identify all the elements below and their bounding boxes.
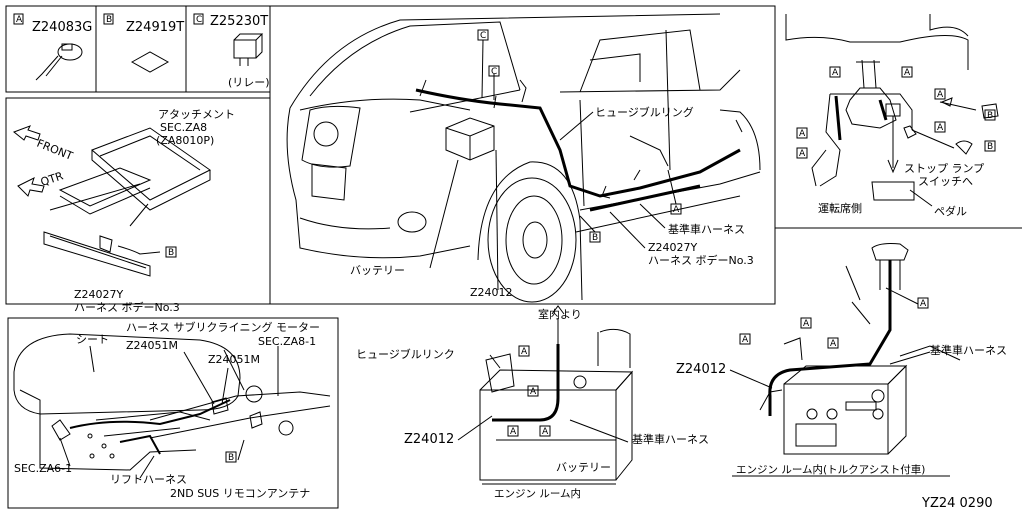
car-fusible-link-label: ヒュージブルリング bbox=[595, 105, 694, 119]
engine-box-a-3: A bbox=[510, 427, 517, 437]
legend-letter-a: A bbox=[16, 15, 23, 25]
assist-z24012-label: Z24012 bbox=[676, 362, 726, 377]
front-arrow-icon bbox=[13, 125, 41, 141]
recliner-label: ハーネス サブリクライニング モーター bbox=[126, 320, 320, 334]
z24051m-2-label: Z24051M bbox=[208, 353, 260, 366]
assist-base-harness-label: 基準車ハーネス bbox=[930, 343, 1007, 357]
car-harness-body3-label: ハーネス ボデーNo.3 bbox=[648, 253, 754, 267]
legend-letter-b: B bbox=[106, 15, 112, 25]
sec-za8-1-label: SEC.ZA8-1 bbox=[258, 335, 316, 348]
engine-box-a-2: A bbox=[530, 387, 537, 397]
legend-items: A Z24083G B Z24919T C Z25230T (リレー) bbox=[13, 13, 270, 89]
pedal-box-a-6: A bbox=[799, 149, 806, 159]
engine-z24012-label: Z24012 bbox=[404, 432, 454, 447]
front-label: FRONT bbox=[35, 137, 75, 163]
engine-box-a-1: A bbox=[521, 347, 528, 357]
seat-rail-box-b: B bbox=[168, 248, 174, 258]
attachment-label: アタッチメント bbox=[158, 108, 235, 121]
engine-battery-label: バッテリー bbox=[556, 461, 611, 474]
figure-code: YZ24 0290 bbox=[921, 496, 993, 511]
pedal-box-a-3: A bbox=[937, 90, 944, 100]
seat-rail-panel-border bbox=[5, 97, 271, 305]
qtr-label: QTR bbox=[39, 169, 65, 189]
engine-caption: エンジン ルーム内 bbox=[494, 487, 581, 500]
car-battery-label: バッテリー bbox=[350, 264, 405, 277]
seat-box-b: B bbox=[228, 453, 234, 463]
z24051m-1-label: Z24051M bbox=[126, 339, 178, 352]
driver-side-label: 運転席側 bbox=[818, 201, 862, 215]
engine-assist-harness-line bbox=[768, 260, 892, 416]
sec-za8-label: SEC.ZA8 bbox=[160, 121, 207, 134]
clip-pad-icon bbox=[130, 51, 170, 73]
assist-box-a-2: A bbox=[803, 319, 810, 329]
assist-caption: エンジン ルーム内(トルクアシスト付車) bbox=[736, 463, 925, 476]
legend-part-c: Z25230T bbox=[210, 14, 268, 29]
legend-part-a: Z24083G bbox=[32, 20, 92, 35]
engine-box-a-4: A bbox=[542, 427, 549, 437]
seat-label: シート bbox=[76, 333, 109, 346]
car-labels: ヒュージブルリング 基準車ハーネス Z24027Y ハーネス ボデーNo.3 バ… bbox=[350, 29, 754, 299]
engine-room-drawing bbox=[479, 305, 634, 481]
car-harness-branches bbox=[419, 79, 743, 199]
pedal-harness-line bbox=[834, 95, 888, 141]
car-box-c-1: C bbox=[480, 31, 486, 41]
car-body-drawing bbox=[286, 13, 761, 303]
seat-panel-border bbox=[7, 317, 339, 509]
legend-letter-c: C bbox=[196, 15, 202, 25]
pedal-box-a-4: A bbox=[937, 123, 944, 133]
car-box-a: A bbox=[673, 205, 680, 215]
engine-labels: 室内より ヒュージブルリンク Z24012 基準車ハーネス バッテリー エンジン… bbox=[356, 307, 709, 500]
pedal-labels: ストップ ランプ スイッチへ 運転席側 ペダル A A A A A A B B bbox=[796, 66, 996, 218]
relay-icon bbox=[233, 33, 264, 66]
car-box-b: B bbox=[592, 233, 598, 243]
engine-assist-leader-lines bbox=[729, 287, 931, 389]
assist-box-a-1: A bbox=[742, 335, 749, 345]
pedal-assembly-drawing bbox=[785, 14, 999, 207]
engine-assist-labels: Z24012 基準車ハーネス エンジン ルーム内(トルクアシスト付車) A A … bbox=[676, 297, 1007, 477]
pedal-box-b-1: B bbox=[987, 111, 993, 121]
seat-rail-harness-label: ハーネス ボデーNo.3 bbox=[74, 300, 180, 314]
seat-labels: シート ハーネス サブリクライニング モーター Z24051M Z24051M … bbox=[14, 320, 320, 500]
legend-note-c: (リレー) bbox=[228, 76, 270, 89]
assist-box-a-4: A bbox=[920, 299, 927, 309]
assist-box-a-3: A bbox=[830, 339, 837, 349]
car-base-harness-label: 基準車ハーネス bbox=[668, 222, 745, 236]
stop-lamp-label: ストップ ランプ bbox=[904, 162, 984, 175]
engine-assist-drawing bbox=[759, 243, 961, 455]
pedal-label: ペダル bbox=[934, 204, 967, 218]
cable-tie-icon bbox=[35, 43, 83, 81]
engine-base-harness-label: 基準車ハーネス bbox=[632, 432, 709, 446]
car-part-z24012: Z24012 bbox=[470, 286, 513, 299]
pedal-box-a-2: A bbox=[904, 68, 911, 78]
pedal-box-a-1: A bbox=[832, 68, 839, 78]
sec-za6-1-label: SEC.ZA6-1 bbox=[14, 462, 72, 475]
seat-rail-part-label: Z24027Y bbox=[74, 288, 124, 301]
qtr-arrow-icon bbox=[17, 177, 45, 197]
from-cabin-label: 室内より bbox=[538, 307, 582, 321]
za8010p-label: (ZA8010P) bbox=[156, 134, 214, 147]
engine-leader-lines bbox=[457, 354, 629, 443]
pedal-box-b-2: B bbox=[987, 142, 993, 152]
seat-rail-labels: FRONT QTR アタッチメント SEC.ZA8 (ZA8010P) Z240… bbox=[35, 108, 235, 314]
stop-lamp-switch-label: スイッチへ bbox=[918, 175, 973, 188]
car-leader-lines bbox=[429, 39, 677, 291]
legend-part-b: Z24919T bbox=[126, 20, 184, 35]
car-harness-line bbox=[415, 88, 741, 212]
seat-harness-line bbox=[69, 399, 231, 455]
car-box-c-2: C bbox=[491, 67, 497, 77]
engine-harness-line bbox=[492, 344, 560, 422]
seat-leader-lines bbox=[59, 345, 279, 479]
seat-drawing bbox=[13, 333, 331, 471]
car-part-z24027y: Z24027Y bbox=[648, 241, 698, 254]
lift-harness-label: リフトハーネス bbox=[110, 473, 187, 486]
pedal-box-a-5: A bbox=[799, 129, 806, 139]
antenna-label: 2ND SUS リモコンアンテナ bbox=[170, 487, 310, 500]
seat-rail-drawing bbox=[43, 127, 211, 277]
engine-fusible-link-label: ヒュージブルリンク bbox=[356, 347, 455, 361]
